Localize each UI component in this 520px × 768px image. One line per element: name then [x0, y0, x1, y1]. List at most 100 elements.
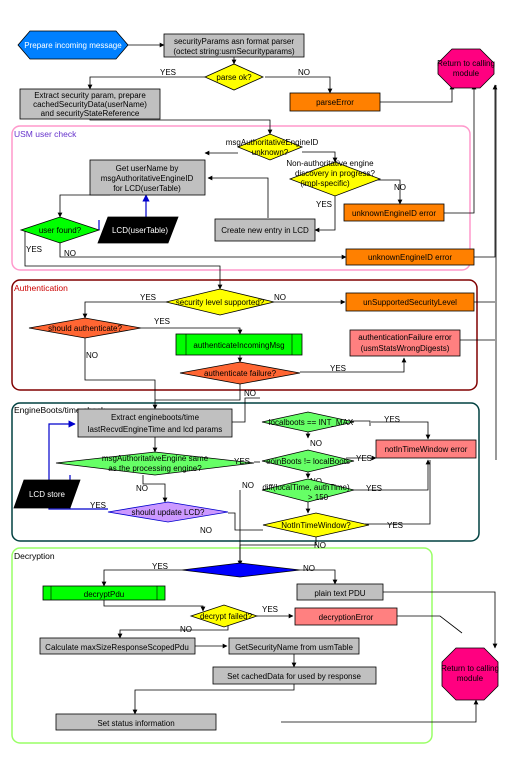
auth-section-title: Authentication — [14, 283, 68, 293]
engboots-compare-decision: eoinBoots != localBoots — [261, 449, 355, 473]
svg-text:Return to calling: Return to calling — [441, 664, 499, 673]
svg-text:msgAuthoritativeEngineID: msgAuthoritativeEngineID — [226, 138, 319, 147]
svg-text:eoinBoots != localBoots: eoinBoots != localBoots — [266, 457, 350, 466]
connectors — [24, 42, 498, 723]
should-update-lcd-decision: should update LCD? — [107, 501, 229, 523]
svg-text:user found?: user found? — [39, 226, 82, 235]
svg-text:decrypt failed?: decrypt failed? — [200, 612, 253, 621]
auth-section-frame — [11, 279, 478, 391]
diff-no-label: NO — [242, 481, 254, 490]
engboots-yes-label: YES — [356, 454, 372, 463]
unknown-engineid-error-2: unknownEngineID error — [345, 248, 475, 266]
calculate-max-size-box: Calculate maxSizeResponseScopedPdu — [39, 637, 196, 655]
msgsame-yes-label: YES — [234, 457, 250, 466]
get-username-box: Get userName by msgAuthoritativeEngineID… — [89, 159, 206, 196]
svg-text:lastRecvdEngineTime and lcd pa: lastRecvdEngineTime and lcd params — [88, 425, 222, 434]
decrypt-yes-label: YES — [152, 562, 168, 571]
svg-text:Extract security param, prepar: Extract security param, prepare — [34, 91, 146, 100]
svg-text:should authenticate?: should authenticate? — [48, 324, 122, 333]
svg-text:authenticationFailure error: authenticationFailure error — [358, 333, 452, 342]
decrypt-decision — [181, 562, 301, 578]
user-found-decision: user found? — [19, 216, 101, 244]
nonauth-no-label: NO — [394, 183, 406, 192]
svg-text:(octect string:usmSecuritypara: (octect string:usmSecurityparams) — [173, 47, 295, 56]
authentication-failure-error: authenticationFailure error (usmStatsWro… — [349, 329, 461, 357]
securityparams-parser: securityParams asn format parser (octect… — [163, 33, 305, 58]
svg-text:Return to calling: Return to calling — [437, 59, 495, 68]
shouldauth-no-label: NO — [86, 351, 98, 360]
svg-text:msgAuthoritativeEngineID: msgAuthoritativeEngineID — [101, 174, 194, 183]
diff-yes-label: YES — [366, 484, 382, 493]
notwin-no-label: NO — [314, 541, 326, 550]
svg-text:parse ok?: parse ok? — [216, 73, 252, 82]
shouldauth-yes-label: YES — [154, 317, 170, 326]
unknown-engineid-error-1: unknownEngineID error — [343, 203, 445, 222]
engineboots-section-title: EngineBoots/time check — [14, 405, 106, 415]
svg-text:localboots == INT_MAX: localboots == INT_MAX — [269, 418, 354, 427]
authenticate-incoming-msg: authenticateIncomingMsg — [175, 333, 303, 356]
svg-text:NotInTimeWindow?: NotInTimeWindow? — [281, 521, 351, 530]
update-no-label: NO — [200, 526, 212, 535]
svg-text:decryptionError: decryptionError — [319, 613, 374, 622]
userfound-yes-label: YES — [26, 245, 42, 254]
msgsame-no-label: NO — [136, 484, 148, 493]
parse-ok-decision: parse ok? — [204, 63, 264, 91]
security-level-decision: security level supported? — [165, 288, 275, 316]
svg-text:module: module — [457, 674, 484, 683]
svg-text:authenticate failure?: authenticate failure? — [204, 369, 277, 378]
authfail-yes-label: YES — [330, 364, 346, 373]
userfound-no-label: NO — [64, 249, 76, 258]
svg-text:and securityStateReference: and securityStateReference — [41, 109, 140, 118]
msgauth-unknown-decision: msgAuthoritativeEngineID unknown? — [226, 133, 319, 161]
svg-text:Non-authoritative engine: Non-authoritative engine — [286, 159, 374, 168]
decryption-error-box: decryptionError — [294, 607, 398, 626]
localboots-intmax-decision: localboots == INT_MAX — [261, 411, 355, 433]
create-new-entry-box: Create new entry in LCD — [214, 218, 316, 242]
extract-security-param: Extract security param, prepare cachedSe… — [19, 88, 161, 120]
not-in-time-window-error: notInTimeWindow error — [375, 439, 477, 459]
svg-text:parseError: parseError — [316, 98, 354, 107]
decryption-section-title: Decryption — [14, 551, 55, 561]
parse-no-label: NO — [298, 68, 310, 77]
svg-text:discovery in progress?: discovery in progress? — [295, 169, 376, 178]
svg-text:decryptPdu: decryptPdu — [84, 590, 124, 599]
nonauth-discovery-decision: Non-authoritative engine discovery in pr… — [286, 159, 382, 197]
svg-text:unSupportedSecurityLevel: unSupportedSecurityLevel — [363, 298, 457, 307]
diff-time-decision: diff(localTime, authTime) > 150 — [261, 478, 355, 503]
svg-text:GetSecurityName from usmTable: GetSecurityName from usmTable — [235, 643, 353, 652]
msgauth-same-decision: msgAuthoritativeEngine same as the proce… — [55, 451, 255, 476]
localboots-no-label: NO — [310, 439, 322, 448]
svg-text:unknown?: unknown? — [252, 148, 289, 157]
svg-text:> 150: > 150 — [308, 493, 329, 502]
svg-text:notInTimeWindow error: notInTimeWindow error — [385, 445, 468, 454]
set-cached-data-box: Set cachedData for used by response — [212, 666, 377, 685]
svg-text:security level supported?: security level supported? — [176, 298, 265, 307]
svg-text:Prepare incoming message: Prepare incoming message — [24, 41, 122, 50]
svg-text:unknownEngineID error: unknownEngineID error — [352, 209, 436, 218]
svg-text:Set status information: Set status information — [97, 719, 174, 728]
svg-text:(impl-specific): (impl-specific) — [300, 179, 350, 188]
get-security-name-box: GetSecurityName from usmTable — [228, 637, 360, 655]
svg-text:should update LCD?: should update LCD? — [132, 508, 205, 517]
authenticate-failure-decision: authenticate failure? — [179, 361, 301, 385]
svg-text:Create new entry in LCD: Create new entry in LCD — [221, 226, 309, 235]
not-in-time-window-decision: NotInTimeWindow? — [262, 512, 370, 538]
should-authenticate-decision: should authenticate? — [28, 317, 142, 339]
set-status-information-box: Set status information — [55, 713, 217, 731]
decfail-no-label: NO — [180, 625, 192, 634]
svg-text:as the processing engine?: as the processing engine? — [108, 464, 202, 473]
update-yes-label: YES — [90, 501, 106, 510]
extract-engineboots-box: Extract engineboots/time lastRecvdEngine… — [77, 408, 233, 438]
return-to-calling-module-top: Return to calling module — [437, 48, 495, 89]
svg-text:authenticateIncomingMsg: authenticateIncomingMsg — [193, 341, 284, 350]
svg-text:securityParams asn format pars: securityParams asn format parser — [174, 37, 294, 46]
usm-section-title: USM user check — [14, 129, 77, 139]
plain-text-pdu-box: plain text PDU — [296, 583, 384, 601]
svg-text:Calculate maxSizeResponseScope: Calculate maxSizeResponseScopedPdu — [45, 643, 189, 652]
svg-text:Get userName by: Get userName by — [116, 164, 179, 173]
usm-section-frame — [11, 125, 471, 271]
decrypt-no-label: NO — [303, 564, 315, 573]
svg-text:module: module — [453, 69, 480, 78]
notwin-yes-label: YES — [387, 521, 403, 530]
engineboots-section-frame — [11, 402, 480, 542]
